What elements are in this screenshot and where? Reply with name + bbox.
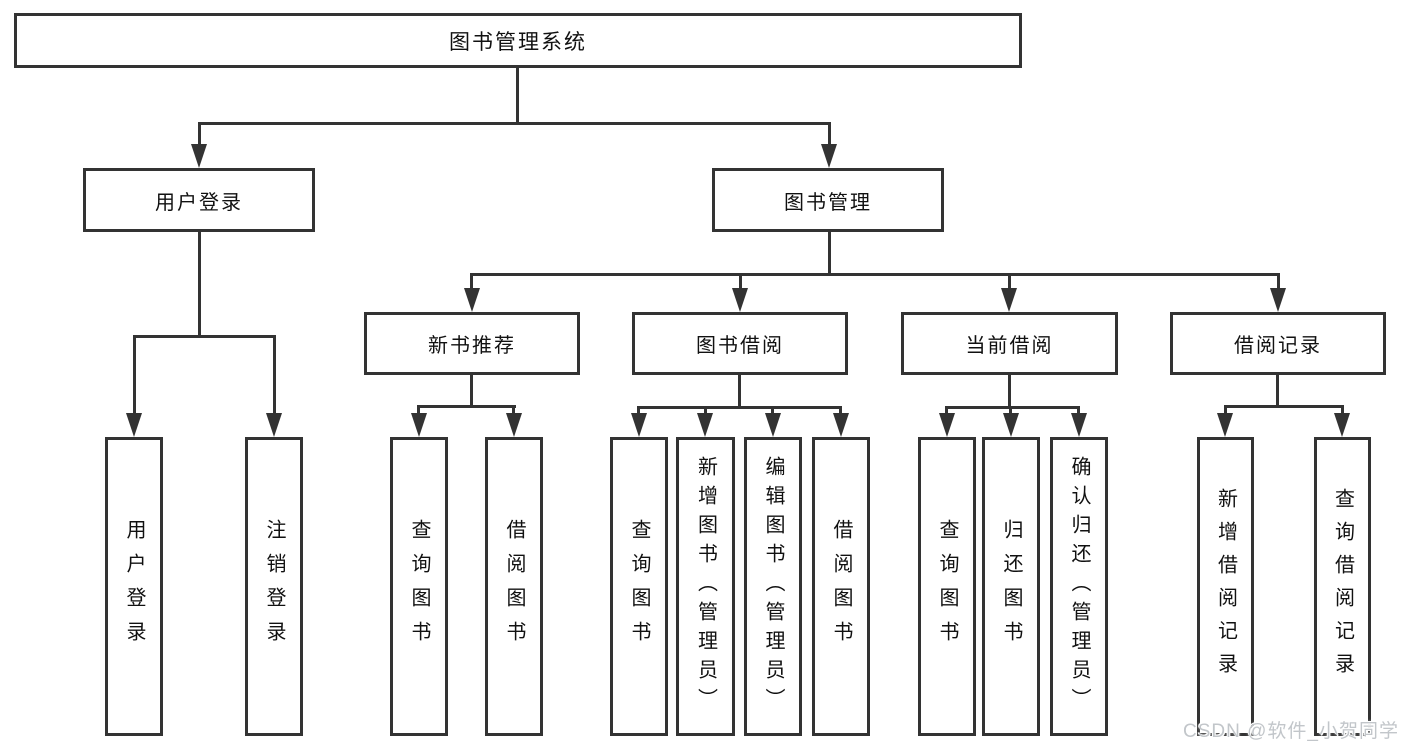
leaf-confirm-return-admin: 确认归还（管理员）: [1050, 437, 1108, 736]
connector-line: [1009, 406, 1012, 415]
connector-line: [470, 273, 473, 290]
leaf-query-books-borrowing: 查询图书: [610, 437, 668, 736]
csdn-watermark: CSDN @软件_小贺同学: [1183, 721, 1399, 742]
leaf-query-books-current: 查询图书: [918, 437, 976, 736]
leaf-label: 确认归还（管理员）: [1068, 456, 1090, 717]
node-label: 当前借阅: [965, 335, 1054, 357]
connector-line: [738, 375, 741, 408]
connector-line: [1277, 273, 1280, 290]
node-label: 图书管理系统: [449, 30, 587, 54]
connector-line: [739, 273, 742, 290]
connector-line: [470, 375, 473, 408]
connector-line: [1008, 375, 1011, 408]
node-current-borrowing: 当前借阅: [901, 312, 1118, 375]
connector-line: [198, 232, 201, 338]
node-library-system: 图书管理系统: [14, 13, 1022, 68]
connector-line: [1341, 405, 1344, 415]
arrow-down-icon: [821, 144, 837, 168]
node-book-borrowing: 图书借阅: [632, 312, 848, 375]
connector-line: [198, 122, 201, 146]
connector-line: [828, 232, 831, 275]
arrow-down-icon: [191, 144, 207, 168]
leaf-label: 查询图书: [628, 518, 650, 655]
arrow-down-icon: [464, 288, 480, 312]
connector-line: [1276, 375, 1279, 407]
connector-line: [512, 405, 515, 415]
connector-line: [417, 405, 516, 408]
arrow-down-icon: [833, 413, 849, 437]
node-new-book-recommend: 新书推荐: [364, 312, 580, 375]
arrow-down-icon: [411, 413, 427, 437]
connector-line: [704, 406, 707, 415]
connector-line: [273, 335, 276, 415]
arrow-down-icon: [266, 413, 282, 437]
leaf-label: 归还图书: [1000, 518, 1022, 655]
connector-line: [417, 405, 420, 415]
arrow-down-icon: [939, 413, 955, 437]
leaf-label: 查询图书: [408, 518, 430, 655]
node-label: 新书推荐: [428, 335, 516, 357]
leaf-edit-book-admin: 编辑图书（管理员）: [744, 437, 802, 736]
leaf-label: 注销登录: [263, 518, 285, 655]
arrow-down-icon: [697, 413, 713, 437]
leaf-query-books-recommend: 查询图书: [390, 437, 448, 736]
connector-line: [133, 335, 276, 338]
arrow-down-icon: [1334, 413, 1350, 437]
node-borrowing-records: 借阅记录: [1170, 312, 1386, 375]
arrow-down-icon: [506, 413, 522, 437]
node-label: 图书借阅: [696, 335, 784, 357]
connector-line: [1008, 273, 1011, 290]
arrow-down-icon: [732, 288, 748, 312]
connector-line: [1224, 405, 1344, 408]
connector-line: [945, 406, 948, 415]
arrow-down-icon: [1003, 413, 1019, 437]
node-book-management: 图书管理: [712, 168, 944, 232]
connector-line: [1077, 406, 1080, 415]
leaf-logout: 注销登录: [245, 437, 303, 736]
leaf-label: 新增借阅记录: [1214, 487, 1237, 686]
connector-line: [133, 335, 136, 415]
arrow-down-icon: [1217, 413, 1233, 437]
node-label: 借阅记录: [1234, 335, 1322, 357]
leaf-borrow-books-borrowing: 借阅图书: [812, 437, 870, 736]
connector-line: [839, 406, 842, 415]
arrow-down-icon: [1001, 288, 1017, 312]
leaf-borrow-books-recommend: 借阅图书: [485, 437, 543, 736]
connector-line: [945, 406, 1080, 409]
arrow-down-icon: [1071, 413, 1087, 437]
node-label: 图书管理: [784, 191, 872, 214]
connector-line: [828, 122, 831, 146]
arrow-down-icon: [765, 413, 781, 437]
node-user-login: 用户登录: [83, 168, 315, 232]
connector-line: [1224, 405, 1227, 415]
connector-line: [637, 406, 640, 415]
connector-line: [198, 122, 831, 125]
connector-line: [470, 273, 1280, 276]
leaf-user-login: 用户登录: [105, 437, 163, 736]
leaf-label: 查询图书: [936, 518, 958, 655]
leaf-return-book: 归还图书: [982, 437, 1040, 736]
node-label: 用户登录: [155, 191, 243, 214]
leaf-query-borrow-record: 查询借阅记录: [1314, 437, 1371, 736]
arrow-down-icon: [631, 413, 647, 437]
leaf-add-borrow-record: 新增借阅记录: [1197, 437, 1254, 736]
leaf-label: 新增图书（管理员）: [694, 456, 717, 717]
arrow-down-icon: [126, 413, 142, 437]
connector-line: [516, 68, 519, 124]
leaf-add-book-admin: 新增图书（管理员）: [676, 437, 735, 736]
leaf-label: 编辑图书（管理员）: [762, 456, 784, 717]
connector-line: [637, 406, 842, 409]
leaf-label: 查询借阅记录: [1331, 487, 1354, 686]
connector-line: [771, 406, 774, 415]
leaf-label: 借阅图书: [830, 518, 852, 655]
arrow-down-icon: [1270, 288, 1286, 312]
leaf-label: 借阅图书: [503, 518, 525, 655]
leaf-label: 用户登录: [123, 518, 145, 655]
